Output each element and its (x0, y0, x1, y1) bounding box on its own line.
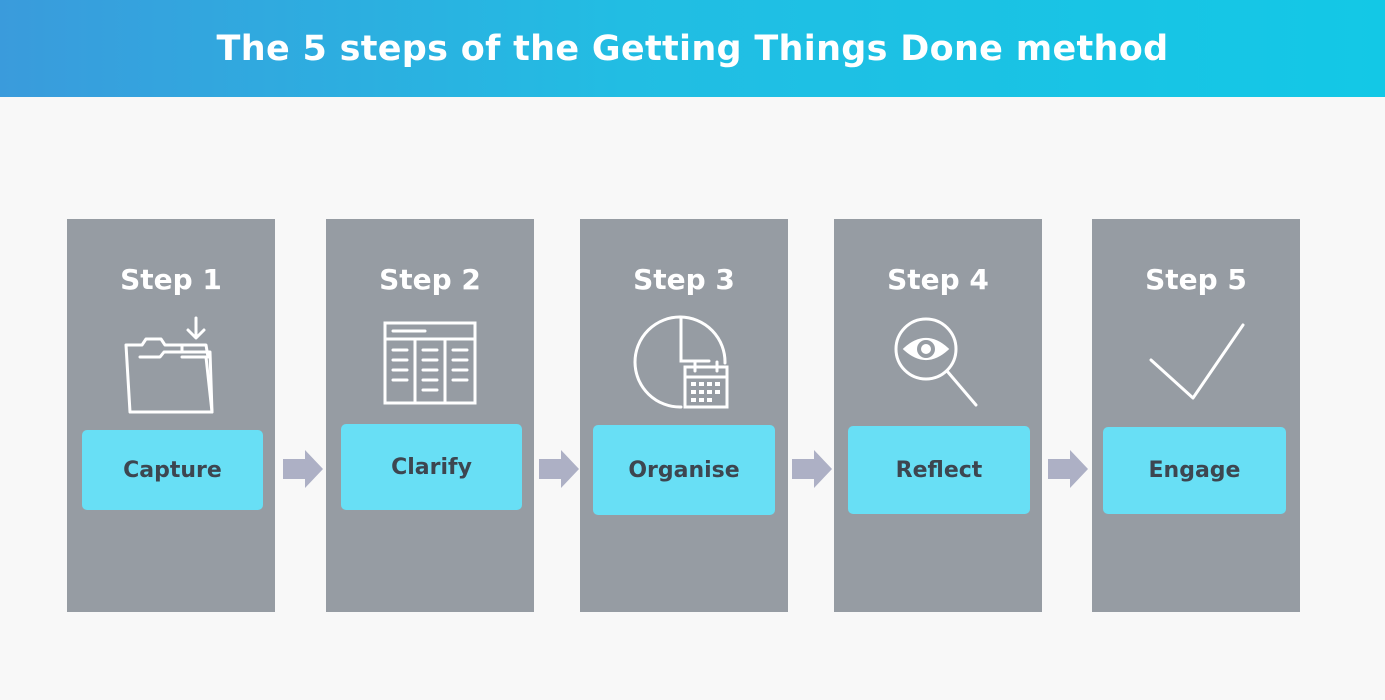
step-label-organise: Organise (593, 425, 775, 515)
table-list-icon (326, 315, 534, 415)
step-heading: Step 3 (633, 263, 735, 296)
checkmark-icon (1092, 315, 1300, 415)
arrow-right-icon (1048, 450, 1088, 488)
step-card-4: Step 4 Reflect (834, 219, 1042, 612)
step-card-3: Step 3 Organise (580, 219, 788, 612)
clock-calendar-icon (580, 315, 788, 415)
step-heading: Step 2 (379, 263, 481, 296)
step-label-engage: Engage (1103, 427, 1286, 514)
step-card-1: Step 1 Capture (67, 219, 275, 612)
step-label-text: Capture (123, 457, 222, 483)
step-label-reflect: Reflect (848, 426, 1030, 514)
step-label-text: Clarify (391, 454, 472, 480)
arrow-right-icon (283, 450, 323, 488)
arrow-right-icon (792, 450, 832, 488)
folder-download-icon (67, 315, 275, 415)
step-label-capture: Capture (82, 430, 263, 510)
step-heading: Step 4 (887, 263, 989, 296)
step-label-text: Engage (1148, 458, 1241, 483)
step-card-2: Step 2 Clarify (326, 219, 534, 612)
step-label-clarify: Clarify (341, 424, 522, 510)
step-card-5: Step 5 Engage (1092, 219, 1300, 612)
step-heading: Step 1 (120, 263, 222, 296)
header-banner: The 5 steps of the Getting Things Done m… (0, 0, 1385, 97)
step-heading: Step 5 (1145, 263, 1247, 296)
step-label-text: Organise (628, 457, 740, 483)
arrow-right-icon (539, 450, 579, 488)
eye-magnifier-icon (834, 315, 1042, 415)
step-label-text: Reflect (895, 457, 983, 483)
page-title: The 5 steps of the Getting Things Done m… (216, 28, 1169, 69)
